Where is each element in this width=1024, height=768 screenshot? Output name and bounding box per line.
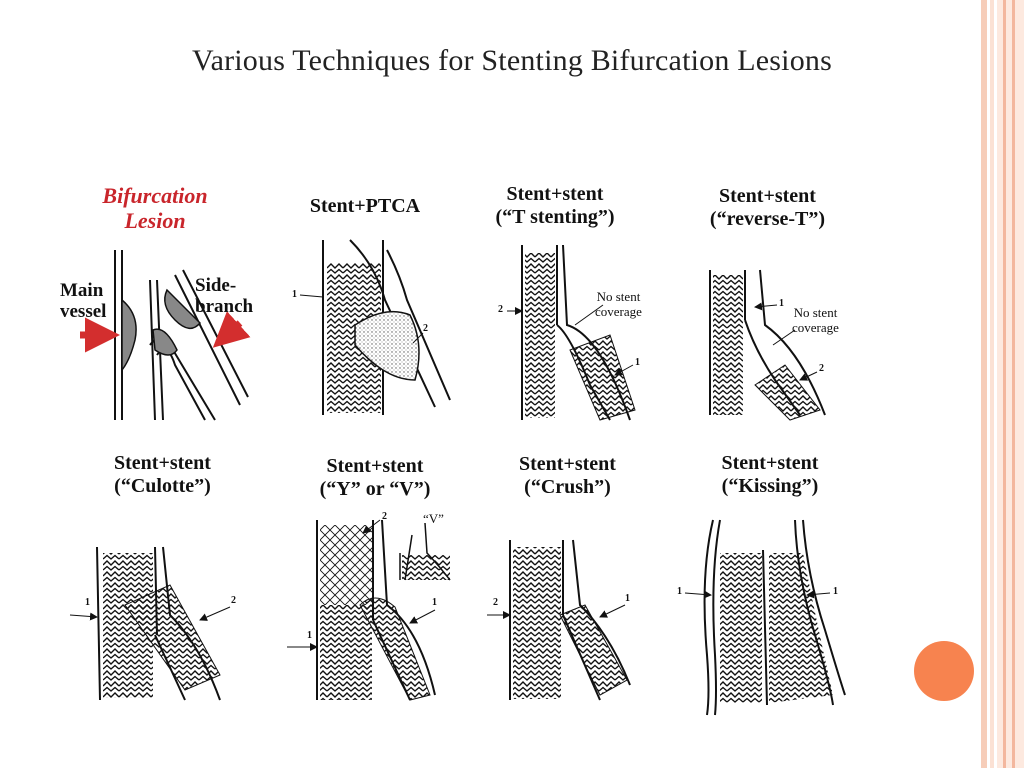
crush-marker-2: 2 <box>493 597 498 608</box>
culotte-title-line1: Stent+stent <box>114 452 211 474</box>
lesion-title-line2: Lesion <box>124 208 186 233</box>
y-or-v-title-line1: Stent+stent <box>326 455 424 477</box>
stent-ptca-marker-2: 2 <box>423 323 428 334</box>
reverse-t-note-line2: coverage <box>792 320 839 335</box>
reverse-t-marker-1: 1 <box>779 298 784 309</box>
culotte-marker-1: 1 <box>85 597 90 608</box>
crush-marker-1: 1 <box>625 593 630 604</box>
kissing-title: Stent+stent (“Kissing”) <box>695 452 845 498</box>
main-vessel-line2: vessel <box>60 301 107 322</box>
t-stenting-diagram <box>507 244 636 421</box>
t-stenting-marker-1: 1 <box>635 357 640 368</box>
culotte-marker-2: 2 <box>231 595 236 606</box>
crush-title: Stent+stent (“Crush”) <box>495 453 640 499</box>
t-stenting-note-line2: coverage <box>595 304 642 319</box>
stent-ptca-marker-1: 1 <box>292 289 297 300</box>
reverse-t-diagram <box>709 269 826 421</box>
lesion-title-line1: Bifurcation <box>102 183 208 208</box>
crush-title-line2: (“Crush”) <box>524 476 611 498</box>
kissing-marker-left: 1 <box>677 586 682 597</box>
reverse-t-note: No stent coverage <box>792 305 839 335</box>
lesion-title: Bifurcation Lesion <box>85 183 225 233</box>
reverse-t-marker-2: 2 <box>819 363 824 374</box>
t-stenting-marker-2: 2 <box>498 304 503 315</box>
crush-title-line1: Stent+stent <box>519 453 616 475</box>
t-stenting-note: No stent coverage <box>595 289 642 319</box>
kissing-title-line1: Stent+stent <box>721 452 819 474</box>
accent-circle <box>914 641 974 701</box>
y-or-v-diagram <box>287 519 451 701</box>
border-stripe-1 <box>981 0 987 768</box>
reverse-t-title: Stent+stent (“reverse-T”) <box>685 185 850 231</box>
stent-ptca-title: Stent+PTCA <box>309 195 421 217</box>
reverse-t-title-line2: (“reverse-T”) <box>709 208 826 230</box>
main-vessel-line1: Main <box>60 280 104 301</box>
bifurcation-figure: Bifurcation Lesion Main vessel Side- bra… <box>55 175 895 735</box>
t-stenting-title-line1: Stent+stent <box>506 183 604 205</box>
side-branch-line2: branch <box>195 296 254 317</box>
culotte-title-line2: (“Culotte”) <box>114 475 211 497</box>
kissing-marker-right: 1 <box>833 586 838 597</box>
t-stenting-title: Stent+stent (“T stenting”) <box>475 183 635 229</box>
main-vessel-label: Main vessel <box>60 280 106 322</box>
border-stripe-4 <box>1003 0 1006 768</box>
y-or-v-marker-1b: 1 <box>307 630 312 641</box>
stent-ptca-diagram <box>299 239 451 415</box>
t-stenting-note-line1: No stent <box>596 289 641 304</box>
slide-title: Various Techniques for Stenting Bifurcat… <box>192 44 832 77</box>
side-branch-line1: Side- <box>195 275 237 296</box>
reverse-t-title-line1: Stent+stent <box>719 185 816 207</box>
y-or-v-inset-label: “V” <box>423 511 444 526</box>
y-or-v-marker-2: 2 <box>382 511 387 522</box>
border-stripe-5 <box>1012 0 1015 768</box>
culotte-diagram <box>69 546 231 701</box>
y-or-v-title: Stent+stent (“Y” or “V”) <box>300 455 450 501</box>
side-branch-label: Side- branch <box>195 275 253 317</box>
lesion-diagram <box>80 250 251 421</box>
border-stripe-2 <box>990 0 994 768</box>
stent-illustrations <box>69 239 846 716</box>
y-or-v-title-line2: (“Y” or “V”) <box>319 478 431 500</box>
y-or-v-marker-1a: 1 <box>432 597 437 608</box>
crush-diagram <box>487 539 631 701</box>
reverse-t-note-line1: No stent <box>793 305 838 320</box>
border-stripe-3 <box>997 0 1024 768</box>
culotte-title: Stent+stent (“Culotte”) <box>90 452 235 498</box>
kissing-diagram <box>684 519 846 716</box>
t-stenting-title-line2: (“T stenting”) <box>495 206 615 228</box>
kissing-title-line2: (“Kissing”) <box>721 475 819 497</box>
